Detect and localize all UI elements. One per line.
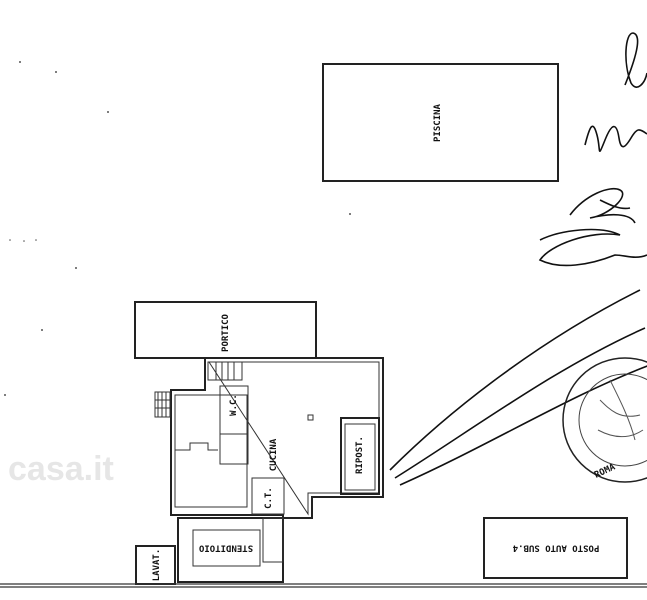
official-stamp: ROMA <box>562 357 647 483</box>
pool-label: PISCINA <box>433 103 443 142</box>
kitchen-label: CUCINA <box>269 438 279 471</box>
parking-area: POSTO AUTO SUB.4 <box>483 517 628 579</box>
boundary-line <box>0 583 647 588</box>
watermark: casa.it <box>8 450 114 488</box>
porch-area: PORTICO <box>134 301 317 359</box>
laundry-label: LAVAT. <box>152 549 162 582</box>
parking-label: POSTO AUTO SUB.4 <box>512 543 599 553</box>
stamp-text: ROMA <box>593 462 617 480</box>
signature <box>389 32 647 486</box>
annex-walls: STENDITOIO LAVAT. <box>135 517 284 585</box>
pool-area: PISCINA <box>322 63 559 182</box>
wc-label: W.C. <box>229 394 239 416</box>
porch-label: PORTICO <box>221 313 231 352</box>
house-walls: W.C. CUCINA RIPOST. C.T. <box>154 357 384 519</box>
drying-room-label: STENDITOIO <box>198 543 253 553</box>
boiler-label: C.T. <box>264 487 274 509</box>
storage-label: RIPOST. <box>355 436 365 474</box>
scan-specks <box>4 61 351 396</box>
